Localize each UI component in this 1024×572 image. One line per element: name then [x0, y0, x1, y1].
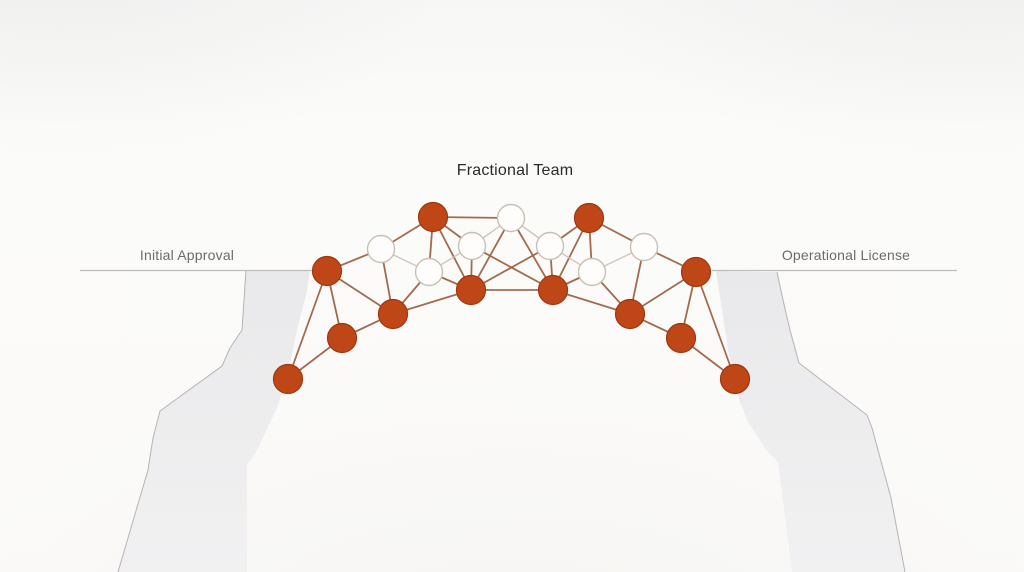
team-node-open [366, 234, 396, 264]
right-cliff-edge [776, 271, 906, 572]
team-node-filled [272, 363, 304, 395]
team-node-open [496, 203, 526, 233]
team-nodes [272, 201, 751, 395]
team-node-filled [417, 201, 449, 233]
team-node-open [577, 257, 607, 287]
team-node-filled [377, 298, 409, 330]
left-cliff-edge [117, 269, 247, 572]
left-side-label: Initial Approval [139, 247, 235, 263]
team-node-filled [455, 274, 487, 306]
team-node-filled [326, 322, 358, 354]
team-node-open [414, 257, 444, 287]
diagram-title: Fractional Team [456, 162, 574, 179]
team-node-filled [680, 256, 712, 288]
team-node-filled [614, 298, 646, 330]
team-node-filled [537, 274, 569, 306]
connection-line [471, 245, 554, 291]
team-node-open [535, 231, 565, 261]
connection-line [287, 270, 328, 380]
team-node-filled [719, 363, 751, 395]
connection-edges [287, 216, 736, 380]
left-cliff [118, 270, 310, 572]
connection-line [695, 271, 736, 380]
team-node-filled [665, 322, 697, 354]
team-node-filled [311, 255, 343, 287]
right-side-label: Operational License [781, 247, 911, 263]
right-cliff [716, 271, 905, 572]
team-node-filled [573, 202, 605, 234]
team-node-open [629, 232, 659, 262]
team-node-open [457, 231, 487, 261]
